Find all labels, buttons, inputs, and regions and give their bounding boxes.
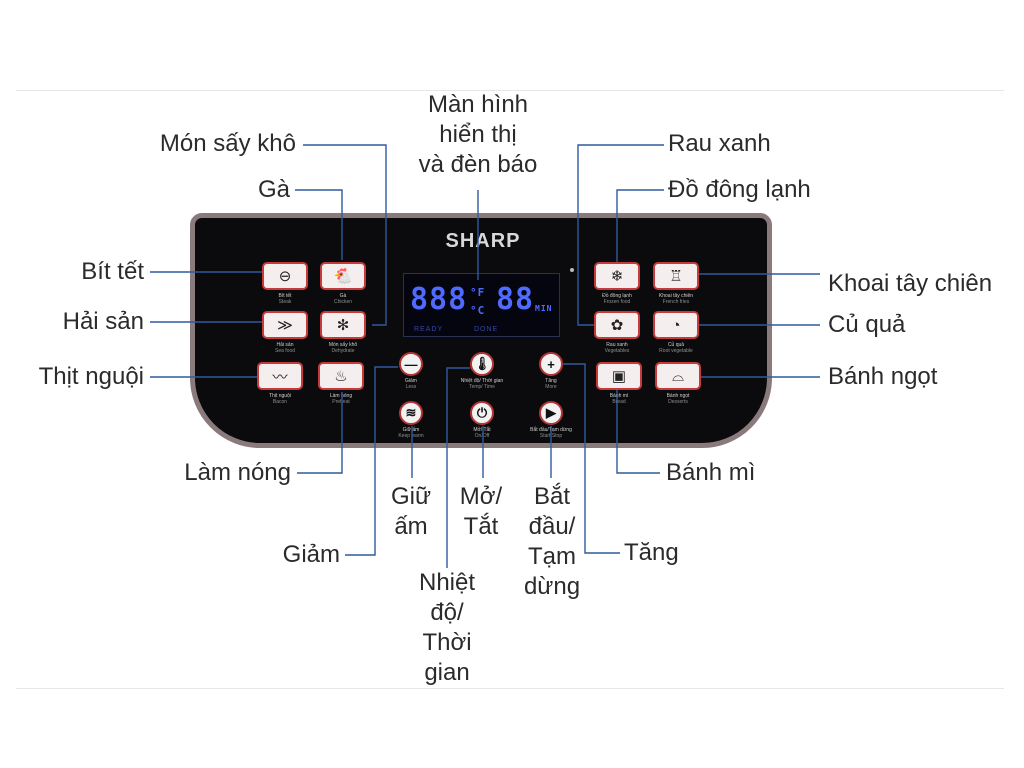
callout-cu-qua: Củ quả <box>828 311 906 338</box>
leader-dot-rau-xanh <box>570 268 574 272</box>
fries-icon: ♖ <box>669 268 683 285</box>
plus-button[interactable]: + <box>539 352 563 376</box>
leader-banh-mi <box>616 390 660 474</box>
callout-display: Màn hình hiển thị và đèn báo <box>418 91 538 178</box>
callout-banh-ngot: Bánh ngọt <box>828 363 938 390</box>
bread-icon: ▣ <box>611 368 627 385</box>
callout-khoai-tay: Khoai tây chiên <box>828 270 993 297</box>
bottom-border-line <box>16 688 1004 689</box>
display-done: DONE <box>474 326 499 333</box>
snowflake-icon: ❄ <box>610 268 624 285</box>
display-unit-f: °F <box>470 286 486 299</box>
callout-ga: Gà <box>257 176 290 203</box>
callout-tang: Tăng <box>624 539 679 566</box>
leader-rau-xanh <box>577 144 664 326</box>
power-icon: ⏻ <box>476 405 488 420</box>
cake-icon: ⌓ <box>672 367 684 385</box>
power-button[interactable]: ⏻ <box>470 401 494 425</box>
leader-lam-nong <box>297 392 343 474</box>
callout-hai-san: Hải sản <box>62 308 144 335</box>
desserts-button[interactable]: ⌓ <box>655 362 701 390</box>
french-fries-button[interactable]: ♖ <box>653 262 699 290</box>
display-ready: READY <box>414 326 444 333</box>
callout-giu-am: Giữ ấm <box>390 483 432 540</box>
frozen-food-button[interactable]: ❄ <box>594 262 640 290</box>
callout-banh-mi: Bánh mì <box>666 459 756 486</box>
chicken-button[interactable]: 🐔 <box>320 262 366 290</box>
bread-button[interactable]: ▣ <box>596 362 642 390</box>
callout-do-dong-lanh: Đồ đông lạnh <box>668 176 811 203</box>
callout-mon-say-kho: Món sấy khô <box>159 130 296 157</box>
steak-button[interactable]: ⊖ <box>262 262 308 290</box>
display-min: MIN <box>535 304 553 313</box>
display-screen: 888 °F °C 88 MIN READY DONE <box>403 273 560 337</box>
brand-logo: SHARP <box>445 230 521 252</box>
leader-tang <box>563 363 620 554</box>
callout-lam-nong: Làm nóng <box>184 459 291 486</box>
temp-time-button[interactable]: 🌡 <box>470 352 494 376</box>
minus-icon: — <box>404 356 418 372</box>
leader-do-dong-lanh <box>616 189 664 262</box>
root-vegetable-icon: ◔ <box>671 316 681 334</box>
callout-rau-xanh: Rau xanh <box>668 130 771 157</box>
steak-icon: ⊖ <box>278 268 292 285</box>
display-temp: 888 <box>410 282 468 317</box>
callout-bat-dau: Bắt đầu/ Tạm dừng <box>523 483 581 600</box>
display-time: 88 <box>496 282 535 317</box>
broccoli-icon: ✿ <box>610 317 624 334</box>
bacon-button[interactable]: 〰 <box>257 362 303 390</box>
keep-warm-button[interactable]: ≋ <box>399 401 423 425</box>
top-border-line <box>16 90 1004 91</box>
fish-icon: ≫ <box>277 317 293 334</box>
vegetables-button[interactable]: ✿ <box>594 311 640 339</box>
play-pause-icon: ▶ <box>546 405 556 420</box>
callout-giam: Giảm <box>282 541 340 568</box>
start-pause-button[interactable]: ▶ <box>539 401 563 425</box>
bacon-icon: 〰 <box>272 368 288 386</box>
seafood-button[interactable]: ≫ <box>262 311 308 339</box>
chicken-icon: 🐔 <box>333 268 353 285</box>
callout-bit-tet: Bít tết <box>81 258 144 285</box>
display-unit-c: °C <box>470 304 486 317</box>
leader-mon-say-kho <box>303 144 387 326</box>
preheat-button[interactable]: ♨ <box>318 362 364 390</box>
leader-giam <box>345 366 398 556</box>
thermometer-icon: 🌡 <box>473 356 491 371</box>
minus-button[interactable]: — <box>399 352 423 376</box>
leader-nhiet-do <box>446 367 470 568</box>
root-vegetable-button[interactable]: ◔ <box>653 311 699 339</box>
plus-icon: + <box>547 356 555 372</box>
callout-nhiet-do: Nhiệt độ/ Thời gian <box>418 569 476 686</box>
heater-icon: ♨ <box>334 368 348 385</box>
callout-thit-nguoi: Thịt nguội <box>38 363 144 390</box>
leader-ga <box>295 189 343 260</box>
callout-mo-tat: Mở/ Tắt <box>459 483 503 540</box>
keep-warm-icon: ≋ <box>405 405 417 420</box>
dehydrate-button[interactable]: ✻ <box>320 311 366 339</box>
fan-icon: ✻ <box>336 317 350 334</box>
